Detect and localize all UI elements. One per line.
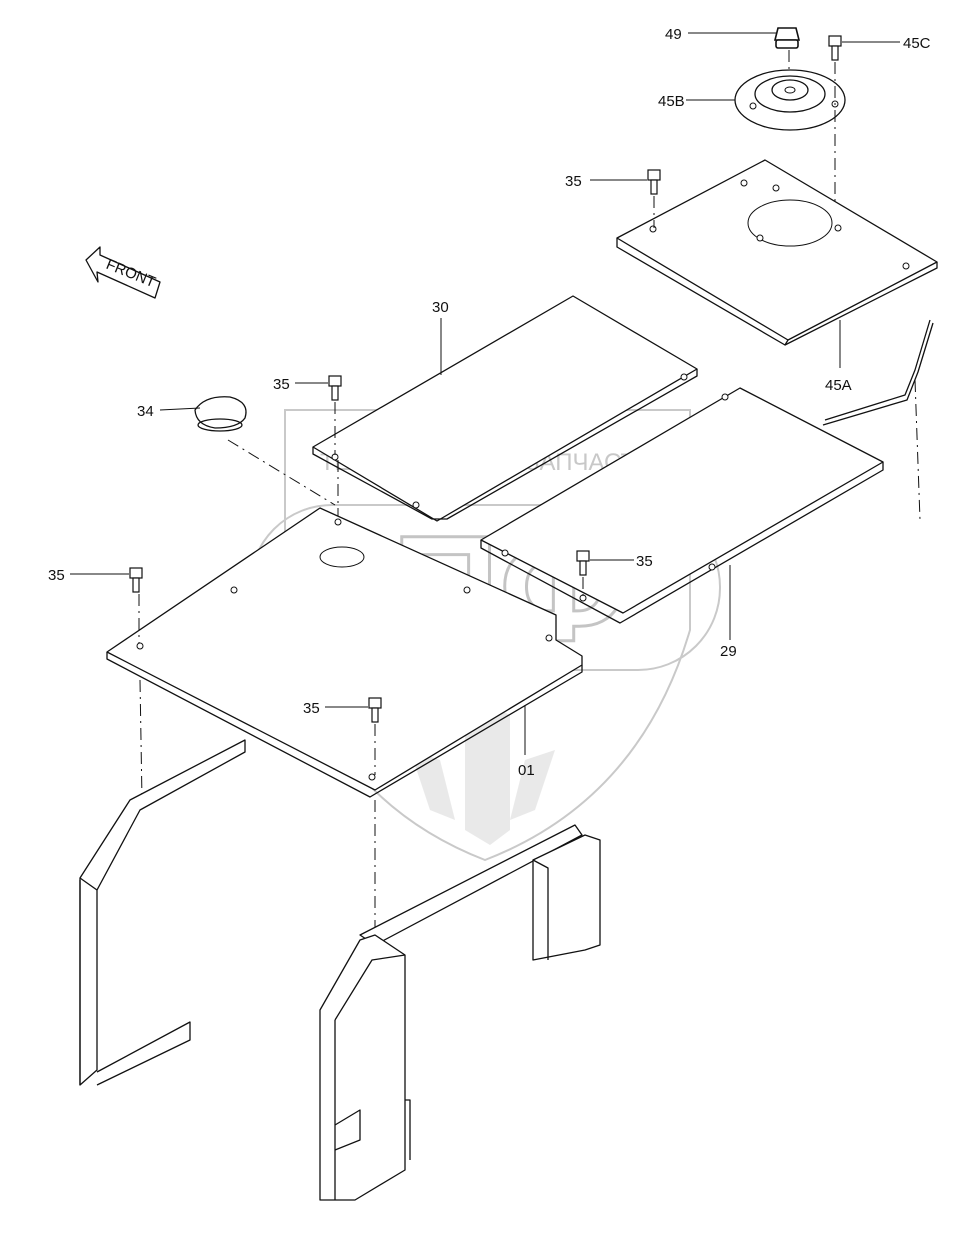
part-45c-bolt <box>828 35 842 61</box>
part-35-top-bolt <box>647 169 661 195</box>
part-35-mid-bolt <box>576 550 590 576</box>
cab-frame <box>79 739 601 1201</box>
callout-labels: 49 45C 45B 35 45A 30 35 34 35 35 29 35 0… <box>48 26 931 779</box>
callout-29: 29 <box>720 643 737 660</box>
part-30-plate <box>312 295 698 522</box>
part-45b-cushion <box>734 69 846 131</box>
callout-35-top: 35 <box>565 173 582 190</box>
callout-34: 34 <box>137 403 154 420</box>
leader-lines <box>70 32 900 755</box>
part-34-cap <box>194 396 247 432</box>
callout-35-mid: 35 <box>636 553 653 570</box>
part-45a-plate <box>616 159 938 346</box>
callout-35-cap: 35 <box>273 376 290 393</box>
part-01-plate <box>106 507 583 798</box>
callout-01: 01 <box>518 762 535 779</box>
callout-35-low: 35 <box>303 700 320 717</box>
part-49-nut <box>773 27 801 49</box>
front-arrow-icon: FRONT <box>85 246 161 299</box>
part-35-low-bolt <box>368 697 382 723</box>
part-35-left-bolt <box>129 567 143 593</box>
callout-35-left: 35 <box>48 567 65 584</box>
callout-49: 49 <box>665 26 682 43</box>
callout-45b: 45B <box>658 93 685 110</box>
callout-45c: 45C <box>903 35 931 52</box>
part-35-cap-bolt <box>328 375 342 401</box>
callout-45a: 45A <box>825 377 852 394</box>
callout-30: 30 <box>432 299 449 316</box>
